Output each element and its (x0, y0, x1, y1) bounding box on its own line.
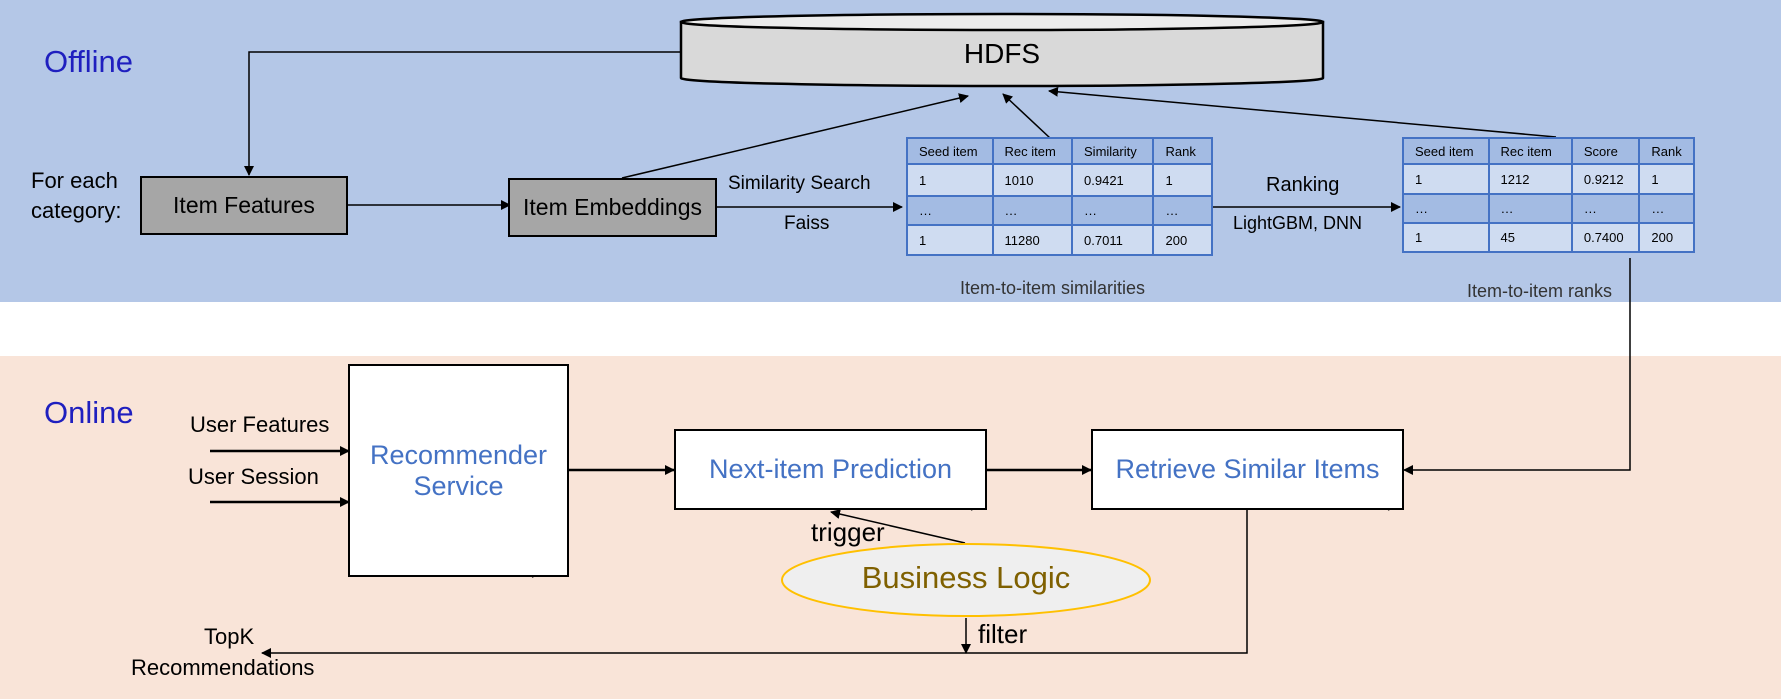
online-section-label: Online (44, 395, 134, 430)
rank-to-retrieve-arrow (1403, 258, 1631, 475)
item-features-label: Item Features (173, 192, 315, 218)
table-cell: … (1570, 193, 1641, 224)
recommender-label-line2: Service (413, 470, 504, 501)
item-embeddings-box: Item Embeddings (508, 178, 717, 237)
rank-header-row: Seed item Rec item Score Rank (1402, 137, 1695, 165)
table-cell: 0.9421 (1071, 163, 1155, 197)
ranking-label: Ranking (1266, 174, 1340, 196)
similarity-search-label: Similarity Search (728, 173, 871, 194)
table-cell: 200 (1152, 224, 1213, 256)
table-header-cell: Rec item (1487, 137, 1573, 165)
table-cell: 200 (1638, 222, 1695, 253)
table-cell: … (906, 195, 994, 226)
business-logic-label: Business Logic (861, 560, 1071, 595)
hdfs-label: HDFS (963, 38, 1041, 69)
table-row: … … … … (1402, 193, 1695, 224)
table-row: 1 1010 0.9421 1 (906, 163, 1213, 197)
similarity-header-row: Seed item Rec item Similarity Rank (906, 137, 1213, 165)
online-band (0, 356, 1781, 699)
table-cell: 1 (1638, 163, 1695, 195)
next-item-prediction-label: Next-item Prediction (708, 454, 953, 484)
table-cell: 0.9212 (1570, 163, 1641, 195)
table-header-cell: Rec item (991, 137, 1074, 165)
item-features-box: Item Features (140, 176, 348, 235)
retrieve-to-topk-arrow (261, 510, 1248, 658)
table-cell: … (1402, 193, 1490, 224)
table-header-cell: Seed item (1402, 137, 1490, 165)
embeddings-to-hdfs-arrow (621, 93, 969, 179)
table-cell: 1 (906, 163, 994, 197)
table-header-cell: Rank (1152, 137, 1213, 165)
next-item-prediction-box: Next-item Prediction (674, 429, 987, 510)
retrieve-similar-items-label: Retrieve Similar Items (1115, 454, 1380, 484)
table-cell: 1 (1402, 222, 1490, 253)
recommender-service-box: Recommender Service (348, 364, 569, 577)
similarity-to-hdfs-arrow (1002, 93, 1051, 139)
table-header-cell: Similarity (1071, 137, 1155, 165)
table-header-cell: Score (1570, 137, 1641, 165)
table-cell: 1 (1402, 163, 1490, 195)
table-cell: 11280 (991, 224, 1074, 256)
filter-label: filter (978, 619, 1028, 649)
topk-label-line2: Recommendations (131, 655, 315, 680)
ranking-methods-label: LightGBM, DNN (1233, 213, 1363, 233)
table-cell: 0.7400 (1570, 222, 1641, 253)
business-logic-ellipse (781, 543, 1151, 617)
user-session-label: User Session (188, 464, 319, 489)
user-features-label: User Features (190, 412, 330, 437)
table-row: 1 1212 0.9212 1 (1402, 163, 1695, 195)
table-row: … … … … (906, 195, 1213, 226)
rank-to-hdfs-arrow (1048, 86, 1557, 138)
faiss-label: Faiss (784, 213, 830, 234)
for-each-label-line2: category: (31, 198, 122, 223)
trigger-arrow (830, 509, 966, 544)
table-cell: 1010 (991, 163, 1074, 197)
table-cell: … (1152, 195, 1213, 226)
rank-table-caption: Item-to-item ranks (1467, 281, 1613, 301)
topk-label-line1: TopK (204, 624, 255, 649)
table-cell: … (1638, 193, 1695, 224)
table-cell: … (991, 195, 1074, 226)
for-each-label-line1: For each (31, 168, 118, 193)
table-cell: 1 (1152, 163, 1213, 197)
hdfs-cylinder (679, 12, 1325, 88)
recommender-label-line1: Recommender (369, 439, 548, 470)
table-cell: … (1487, 193, 1573, 224)
trigger-label: trigger (811, 517, 885, 547)
table-row: 1 45 0.7400 200 (1402, 222, 1695, 253)
table-cell: 0.7011 (1071, 224, 1155, 256)
table-header-cell: Rank (1638, 137, 1695, 165)
table-cell: 45 (1487, 222, 1573, 253)
table-row: 1 11280 0.7011 200 (906, 224, 1213, 256)
item-embeddings-label: Item Embeddings (523, 194, 702, 220)
hdfs-to-features-arrow (244, 51, 681, 176)
table-cell: 1212 (1487, 163, 1573, 195)
retrieve-similar-items-box: Retrieve Similar Items (1091, 429, 1404, 510)
table-cell: 1 (906, 224, 994, 256)
table-header-cell: Seed item (906, 137, 994, 165)
similarity-table: Seed item Rec item Similarity Rank 1 101… (906, 137, 1213, 256)
offline-section-label: Offline (44, 44, 134, 79)
similarity-table-caption: Item-to-item similarities (960, 278, 1146, 298)
rank-table: Seed item Rec item Score Rank 1 1212 0.9… (1402, 137, 1695, 253)
table-cell: … (1071, 195, 1155, 226)
